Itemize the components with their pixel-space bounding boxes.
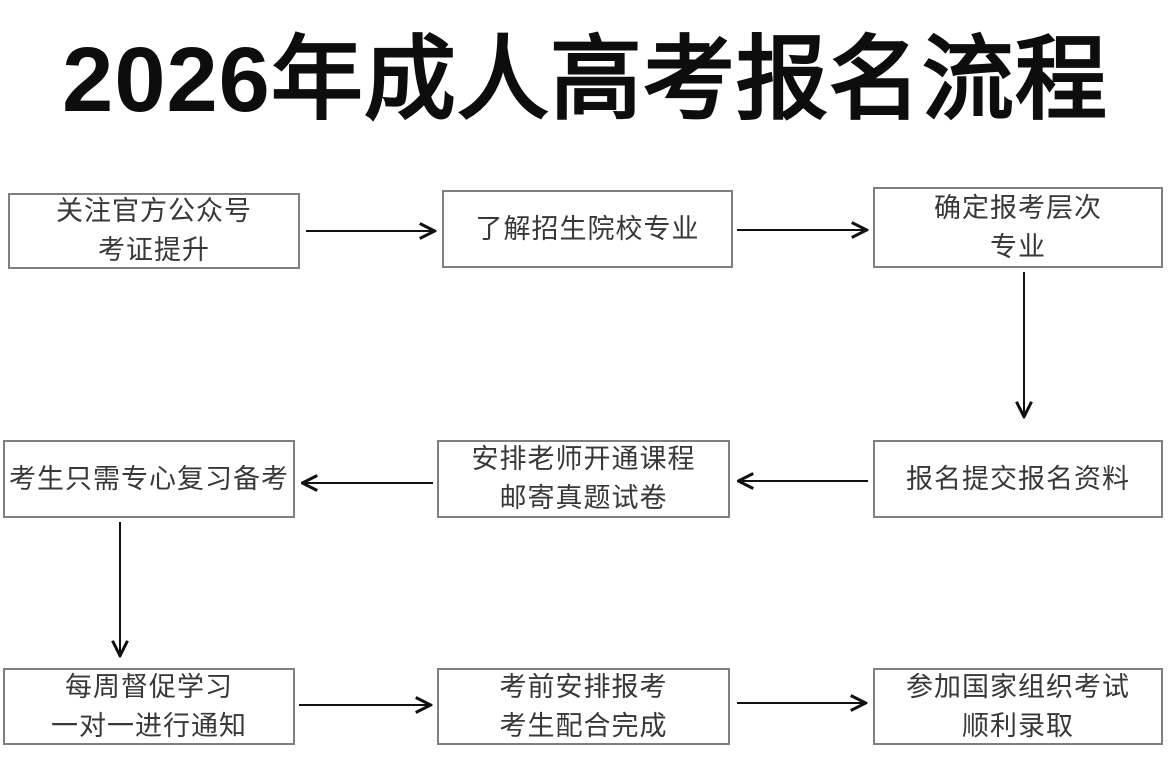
flow-step-1: 关注官方公众号 考证提升 [8,193,300,269]
flow-step-2: 了解招生院校专业 [442,190,733,268]
flow-step-6: 考生只需专心复习备考 [3,440,295,518]
flow-step-9: 参加国家组织考试 顺利录取 [873,668,1163,745]
flow-step-4: 报名提交报名资料 [873,440,1163,518]
flow-step-7-line-1: 每周督促学习 [65,671,233,702]
flow-step-2-line-1: 了解招生院校专业 [475,213,700,244]
flow-step-5-line-2: 邮寄真题试卷 [499,483,668,513]
flow-step-1-line-1: 关注官方公众号 [56,196,252,226]
flow-step-7: 每周督促学习 一对一进行通知 [3,668,295,745]
flow-step-6-line-1: 考生只需专心复习备考 [9,463,289,494]
flow-step-4-line-1: 报名提交报名资料 [906,463,1130,494]
flow-step-3-line-2: 专业 [990,231,1046,262]
flow-step-5-line-1: 安排老师开通课程 [471,444,696,474]
flow-step-8-line-1: 考前安排报考 [499,671,668,702]
flow-step-8: 考前安排报考 考生配合完成 [437,668,730,745]
flow-step-8-line-2: 考生配合完成 [499,710,668,741]
flow-step-9-line-1: 参加国家组织考试 [906,671,1130,702]
page-title: 2026年成人高考报名流程 [62,29,1108,131]
flow-step-3-line-1: 确定报考层次 [934,192,1102,223]
flow-step-3: 确定报考层次 专业 [873,187,1163,268]
flow-step-5: 安排老师开通课程 邮寄真题试卷 [437,440,730,518]
flow-step-9-line-2: 顺利录取 [962,710,1074,741]
flow-step-1-line-2: 考证提升 [98,235,210,265]
flow-step-7-line-2: 一对一进行通知 [51,710,247,741]
